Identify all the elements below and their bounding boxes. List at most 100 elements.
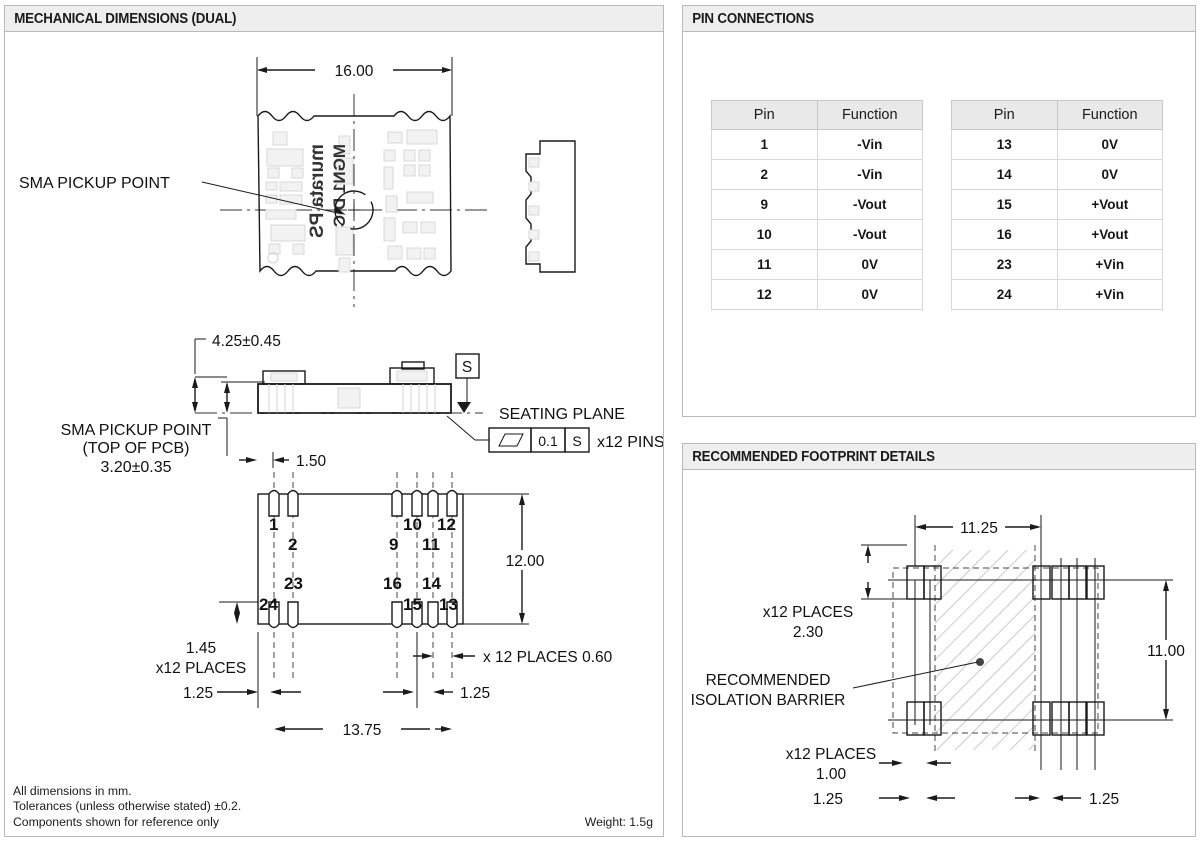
fcf-tolerance-value: 0.1 bbox=[538, 433, 558, 449]
function-column-header: Function bbox=[816, 100, 923, 130]
notes-line-2: Tolerances (unless otherwise stated) ±0.… bbox=[13, 799, 655, 815]
function-cell: -Vin bbox=[816, 159, 923, 190]
footprint-edge-right-dimension: 1.25 bbox=[1015, 791, 1119, 808]
pin-tables-wrapper: Pin Function 1-Vin 2-Vin 9-Vout 10-Vout … bbox=[711, 100, 1163, 310]
pin-connections-title: PIN CONNECTIONS bbox=[692, 10, 814, 27]
function-cell: 0V bbox=[816, 249, 923, 280]
table-header-row: Pin Function bbox=[951, 100, 1163, 130]
pin-cell: 15 bbox=[951, 189, 1058, 220]
pin-number-15: 15 bbox=[403, 595, 422, 614]
isolation-barrier-label-line2: ISOLATION BARRIER bbox=[691, 692, 846, 709]
bottom-view-height-value: 12.00 bbox=[506, 553, 545, 570]
pin-offset-value: 1.50 bbox=[296, 453, 327, 470]
function-column-header: Function bbox=[1056, 100, 1163, 130]
top-view-group: 16.00 bbox=[19, 57, 491, 307]
pin-cell: 9 bbox=[711, 189, 818, 220]
function-cell: +Vin bbox=[1056, 279, 1163, 310]
fcf-quantity-label: x12 PINS bbox=[597, 434, 663, 451]
fcf-datum-value: S bbox=[572, 433, 581, 449]
table-row: 2-Vin bbox=[711, 159, 923, 190]
notes-text-1: All dimensions in mm. bbox=[13, 783, 132, 798]
function-cell: 0V bbox=[1056, 159, 1163, 190]
pin-cell: 11 bbox=[711, 249, 818, 280]
footprint-pad-width-value: 1.00 bbox=[816, 766, 847, 783]
function-cell: +Vout bbox=[1056, 189, 1163, 220]
pad-height-value: 1.45 bbox=[186, 640, 216, 657]
edge-left-dimension: 1.25 bbox=[183, 632, 301, 708]
svg-text:murata PS: murata PS bbox=[307, 144, 328, 238]
table-row: 16+Vout bbox=[951, 219, 1163, 250]
span-dimension: 13.75 bbox=[274, 719, 452, 739]
footprint-edge-left-dimension: 1.25 bbox=[813, 791, 955, 808]
notes-line-1: All dimensions in mm. bbox=[13, 784, 655, 800]
notes-text-3: Components shown for reference only bbox=[13, 814, 219, 829]
pin-connections-header: PIN CONNECTIONS bbox=[683, 6, 1195, 32]
sma-pickup-pcb-callout: SMA PICKUP POINT (TOP OF PCB) 3.20±0.35 bbox=[61, 417, 228, 476]
bottom-view-group: 1 2 9 10 11 12 23 24 16 15 14 13 bbox=[156, 472, 613, 739]
datum-s-flag: S bbox=[455, 353, 480, 404]
seating-plane-triangle bbox=[457, 402, 471, 413]
footprint-pads-bottom-right bbox=[1032, 701, 1105, 736]
pin-offset-dimension: 1.50 bbox=[239, 452, 327, 470]
isolation-barrier-region bbox=[935, 550, 1035, 750]
footprint-pad-width-qty: x12 PLACES bbox=[786, 746, 876, 763]
pin-cell: 13 bbox=[951, 129, 1058, 160]
footprint-edge-right-value: 1.25 bbox=[1089, 791, 1119, 808]
edge-right-value: 1.25 bbox=[460, 685, 490, 702]
seating-plane-label: SEATING PLANE bbox=[499, 406, 625, 423]
bottom-view-height-dimension: 12.00 bbox=[463, 493, 553, 625]
edge-left-value: 1.25 bbox=[183, 685, 213, 702]
bottom-view-pins-top bbox=[268, 489, 458, 517]
table-header-row: Pin Function bbox=[711, 100, 923, 130]
pcb-component-outlines: murata PS MGN1 D C bbox=[265, 129, 438, 273]
mechanical-panel-title: MECHANICAL DIMENSIONS (DUAL) bbox=[14, 10, 237, 27]
table-row: 15+Vout bbox=[951, 189, 1163, 220]
function-cell: 0V bbox=[1056, 129, 1163, 160]
function-cell: +Vin bbox=[1056, 249, 1163, 280]
pcb-top-outline bbox=[257, 110, 452, 277]
pin-cell: 23 bbox=[951, 249, 1058, 280]
pin-number-1: 1 bbox=[269, 515, 278, 534]
pin-number-16: 16 bbox=[383, 574, 402, 593]
footprint-height-dimension: 11.00 bbox=[1104, 579, 1194, 721]
svg-text:MGN1 D C: MGN1 D C bbox=[330, 144, 349, 227]
notes-line-3: Components shown for reference only Weig… bbox=[13, 815, 655, 831]
pin-column-header: Pin bbox=[711, 100, 818, 130]
pin-number-14: 14 bbox=[422, 574, 441, 593]
footprint-width-value: 11.25 bbox=[960, 520, 998, 537]
pin-number-2: 2 bbox=[288, 535, 297, 554]
pin-column-header: Pin bbox=[951, 100, 1058, 130]
footprint-pads-top-right bbox=[1032, 565, 1105, 600]
mechanical-panel-body: 16.00 bbox=[5, 32, 663, 836]
side-view-height-dimension: 4.25±0.45 bbox=[192, 333, 281, 413]
function-cell: -Vout bbox=[816, 189, 923, 220]
sma-pickup-point-label: SMA PICKUP POINT bbox=[19, 175, 170, 192]
pin-cell: 16 bbox=[951, 219, 1058, 250]
pin-number-13: 13 bbox=[439, 595, 458, 614]
pin-cell: 10 bbox=[711, 219, 818, 250]
span-value: 13.75 bbox=[343, 722, 382, 739]
pin-number-11: 11 bbox=[422, 535, 440, 554]
mechanical-dimensions-panel: MECHANICAL DIMENSIONS (DUAL) 16.00 bbox=[4, 5, 664, 837]
pad-height-qty: x12 PLACES bbox=[156, 660, 246, 677]
bottom-view-pins-bottom bbox=[268, 601, 458, 629]
mechanical-panel-header: MECHANICAL DIMENSIONS (DUAL) bbox=[5, 6, 663, 32]
sma-pcb-callout-line2: (TOP OF PCB) bbox=[83, 440, 190, 457]
table-row: 9-Vout bbox=[711, 189, 923, 220]
sma-pickup-point-callout: SMA PICKUP POINT bbox=[19, 175, 346, 215]
function-cell: +Vout bbox=[1056, 219, 1163, 250]
bottom-view-outline bbox=[257, 493, 464, 625]
function-cell: 0V bbox=[816, 279, 923, 310]
pad-height-dimension: 1.45 x12 PLACES bbox=[156, 601, 258, 677]
footprint-panel: RECOMMENDED FOOTPRINT DETAILS bbox=[682, 443, 1196, 837]
table-row: 1-Vin bbox=[711, 129, 923, 160]
pin-cell: 1 bbox=[711, 129, 818, 160]
footprint-edge-left-value: 1.25 bbox=[813, 791, 843, 808]
pad-width-dimension: x 12 PLACES 0.60 bbox=[413, 649, 613, 666]
feature-control-frame: 0.1 S x12 PINS bbox=[446, 415, 663, 453]
footprint-pads-bottom-left bbox=[906, 701, 942, 736]
footprint-pad-height-qty: x12 PLACES bbox=[763, 604, 853, 621]
pin-number-12: 12 bbox=[437, 515, 456, 534]
